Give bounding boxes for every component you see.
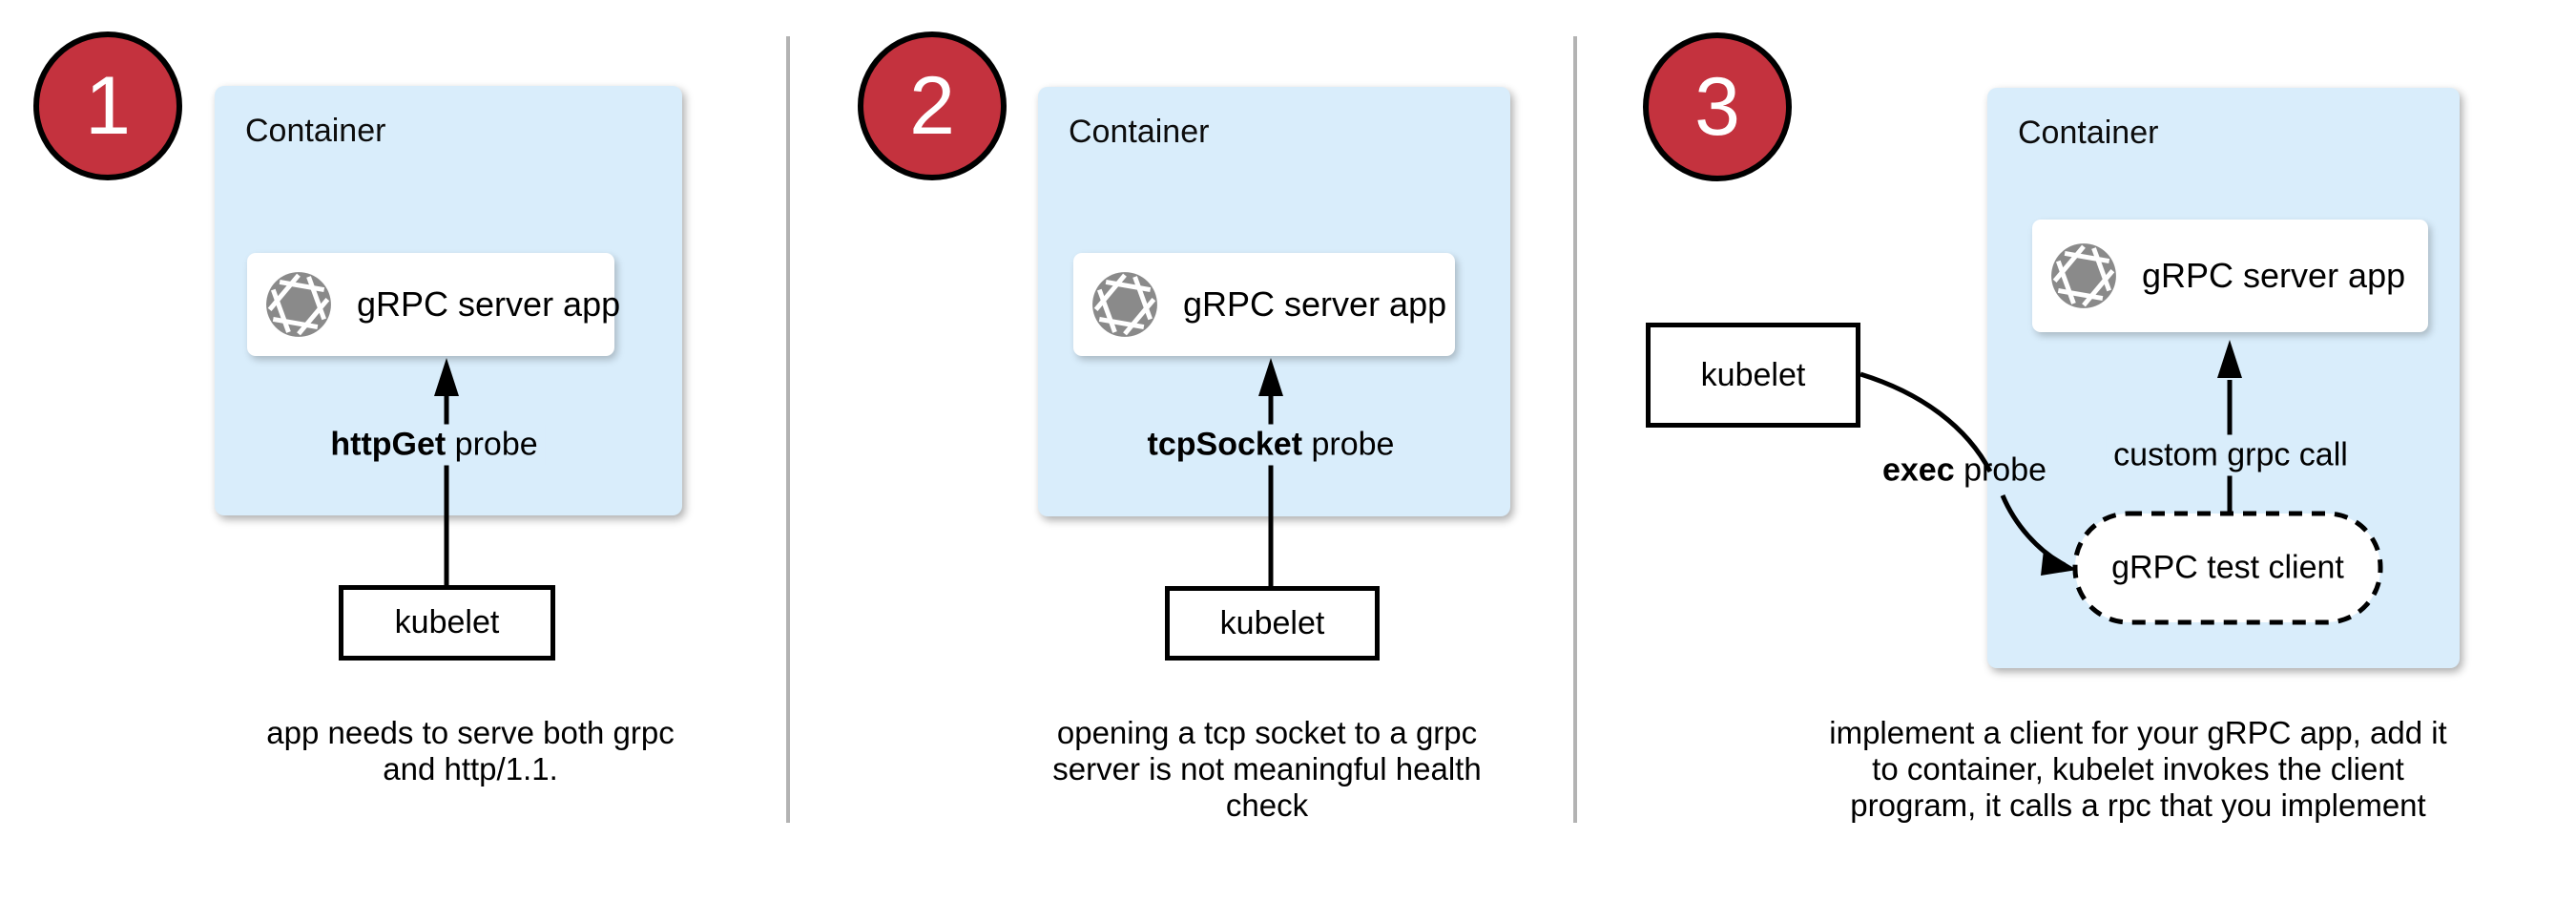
kubelet-box-2: kubelet (1165, 586, 1380, 661)
grpc-server-app-box-1: gRPC server app (247, 253, 620, 356)
tcpsocket-probe-label: tcpSocket probe (1139, 424, 1402, 466)
httpget-probe-label: httpGet probe (322, 424, 546, 466)
grpc-server-app-box-3: gRPC server app (2032, 220, 2428, 332)
exec-probe-label: exec probe (1881, 451, 2047, 489)
step-number: 3 (1694, 60, 1740, 153)
container-label-3: Container (2018, 115, 2159, 151)
step-number: 2 (909, 59, 955, 152)
probe-type: tcpSocket (1147, 426, 1303, 463)
caption-line: app needs to serve both grpc (266, 715, 675, 750)
grpc-server-app-box-2: gRPC server app (1073, 253, 1455, 356)
caption-panel-2: opening a tcp socket to a grpc server is… (981, 715, 1553, 824)
step-3-badge: 3 (1643, 32, 1792, 181)
grpc-server-app-label: gRPC server app (357, 284, 621, 324)
panel-divider-1 (786, 36, 790, 823)
kubelet-label: kubelet (1219, 604, 1325, 641)
aperture-icon (1092, 272, 1157, 337)
kubelet-label: kubelet (1700, 356, 1806, 393)
grpc-server-app-label: gRPC server app (2142, 256, 2406, 295)
grpc-server-app-label: gRPC server app (1183, 284, 1447, 324)
caption-line: to container, kubelet invokes the client (1872, 751, 2404, 787)
caption-line: implement a client for your gRPC app, ad… (1829, 715, 2447, 750)
caption-panel-1: app needs to serve both grpc and http/1.… (184, 715, 757, 787)
caption-line: opening a tcp socket to a grpc (1056, 715, 1478, 750)
aperture-icon (266, 272, 331, 337)
step-1-badge: 1 (33, 31, 182, 180)
caption-line: server is not meaningful health (1052, 751, 1482, 787)
grpc-test-client-label: gRPC test client (2111, 549, 2344, 586)
step-2-badge: 2 (858, 31, 1007, 180)
kubelet-box-3: kubelet (1646, 323, 1860, 428)
aperture-icon (2051, 243, 2116, 308)
caption-line: and http/1.1. (383, 751, 558, 787)
custom-grpc-call-label: custom grpc call (2106, 434, 2356, 476)
caption-panel-3: implement a client for your gRPC app, ad… (1804, 715, 2472, 824)
caption-line: check (1225, 787, 1309, 823)
probe-type: httpGet (330, 426, 447, 463)
probe-type: exec (1881, 451, 1955, 489)
container-label-2: Container (1069, 114, 1210, 150)
container-label-1: Container (245, 113, 386, 149)
step-number: 1 (85, 59, 131, 152)
kubelet-label: kubelet (394, 604, 500, 640)
kubelet-box-1: kubelet (339, 585, 555, 661)
panel-divider-2 (1573, 36, 1577, 823)
caption-line: program, it calls a rpc that you impleme… (1850, 787, 2426, 823)
